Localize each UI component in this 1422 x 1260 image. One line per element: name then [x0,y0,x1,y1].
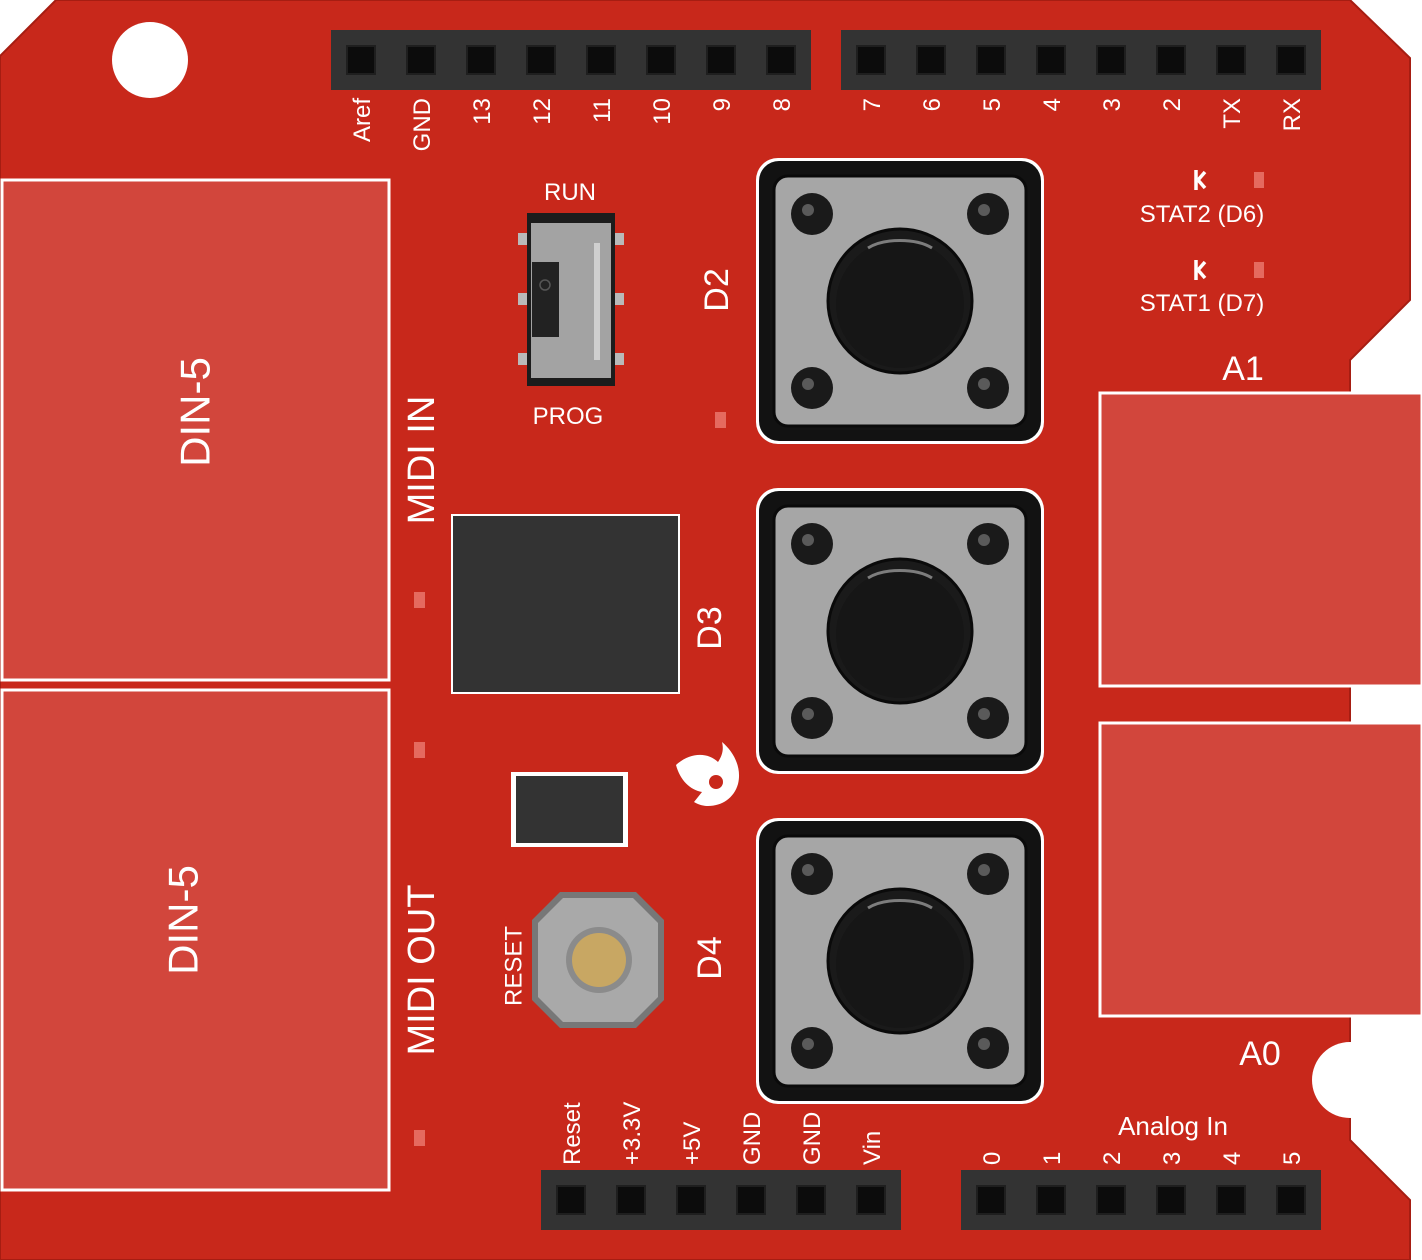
midi-out-pad-label: DIN-5 [160,865,207,975]
pin-label: GND [409,98,436,151]
switch-label-prog: PROG [533,403,604,430]
pin-label: 5 [1279,1152,1306,1165]
header-digital-high [331,30,811,90]
pin-label: 10 [649,98,676,125]
pin-label: 2 [1159,98,1186,111]
pin-label: +5V [679,1122,706,1165]
header-pin [736,1185,766,1215]
smd-marker [414,592,425,608]
pin-label: 4 [1039,98,1066,111]
reset-button[interactable] [532,892,664,1028]
header-pin [1276,45,1306,75]
header-pin [856,45,886,75]
led-stat2-icon [1194,170,1264,190]
button-d3-label: D3 [691,606,729,649]
pin-label: RX [1279,98,1306,131]
led-stat1-icon [1194,260,1264,280]
reset-button-cap[interactable] [572,933,626,987]
pin-label: 11 [589,98,616,123]
header-pin [796,1185,826,1215]
pin-label: 3 [1099,98,1126,111]
pin-label: 9 [709,98,736,111]
button-d4-label: D4 [691,936,729,979]
pin-label: 4 [1219,1152,1246,1165]
header-pin [1036,45,1066,75]
pin-label: 1 [1039,1152,1066,1165]
button-d2[interactable] [754,156,1046,446]
header-pin [406,45,436,75]
header-pin [526,45,556,75]
led-stat1-label: STAT1 (D7) [1140,290,1264,317]
header-pin [856,1185,886,1215]
header-power [541,1170,901,1230]
pot-a1-label: A1 [1222,350,1264,388]
header-pin [706,45,736,75]
header-pin [976,45,1006,75]
header-pin [1216,1185,1246,1215]
header-digital-low [841,30,1321,90]
led-stat2-label: STAT2 (D6) [1140,201,1264,228]
pot-a1-pad [1098,391,1422,688]
run-prog-switch[interactable] [518,213,624,386]
header-analog [961,1170,1321,1230]
midi-out-title: MIDI OUT [401,885,443,1056]
pin-label: 13 [469,98,496,125]
switch-label-run: RUN [544,179,596,206]
midi-in-din5-connector: DIN-5 [0,178,391,682]
pin-label: Vin [859,1131,886,1165]
pin-label: 8 [769,98,796,111]
header-pin [1156,45,1186,75]
header-pin [586,45,616,75]
pin-label: Reset [559,1102,586,1165]
switch-slider[interactable] [532,262,559,337]
midi-out-din5-connector: DIN-5 [0,688,391,1192]
header-pin [676,1185,706,1215]
header-pin [1096,45,1126,75]
pin-label: +3.3V [619,1102,646,1165]
ic-chip-small [511,772,628,847]
pin-label: 0 [979,1152,1006,1165]
mounting-hole-bottom [1312,1042,1388,1118]
header-pin [646,45,676,75]
header-pin [916,45,946,75]
pin-label: 2 [1099,1152,1126,1165]
sparkfun-flame-icon [676,742,740,806]
smd-marker [715,412,726,428]
pin-label: 5 [979,98,1006,111]
midi-in-pad-label: DIN-5 [172,357,219,467]
header-pin [346,45,376,75]
reset-button-label: RESET [501,926,528,1006]
pin-label: TX [1219,98,1246,129]
ic-chip-large [451,514,680,694]
smd-marker [414,1130,425,1146]
header-pin [466,45,496,75]
pot-a0-label: A0 [1239,1035,1281,1073]
header-pin [1036,1185,1066,1215]
header-pin [1096,1185,1126,1215]
pin-label: 3 [1159,1152,1186,1165]
pin-label: GND [799,1112,826,1165]
smd-marker [414,742,425,758]
header-pin [976,1185,1006,1215]
header-pin [1156,1185,1186,1215]
header-pin [766,45,796,75]
pot-a0-pad [1098,721,1422,1018]
pin-label: 12 [529,98,556,125]
mounting-hole-top [112,22,188,98]
pin-label: GND [739,1112,766,1165]
button-d4[interactable] [754,816,1046,1106]
header-pin [556,1185,586,1215]
button-d2-label: D2 [698,268,736,311]
header-pin [1216,45,1246,75]
header-pin [1276,1185,1306,1215]
button-d3[interactable] [754,486,1046,776]
midi-in-title: MIDI IN [401,396,443,525]
pin-label: 6 [919,98,946,111]
analog-in-title: Analog In [1118,1111,1228,1141]
pin-label: Aref [349,98,376,142]
pin-label: 7 [859,98,886,111]
header-pin [616,1185,646,1215]
